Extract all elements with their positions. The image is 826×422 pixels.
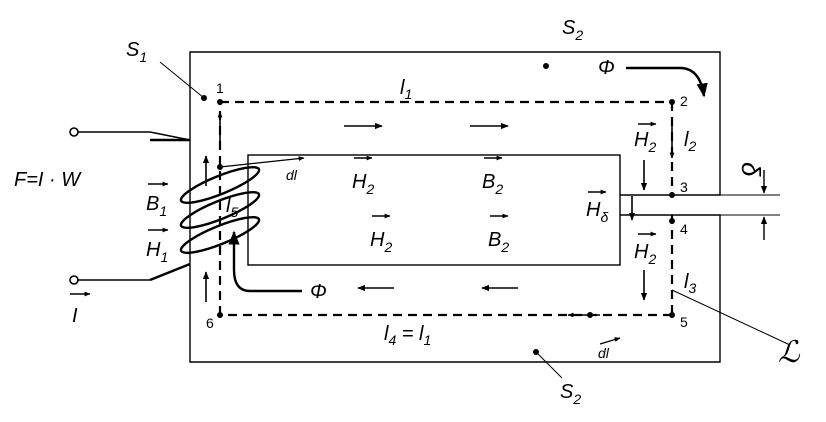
node-2-dot: [669, 99, 675, 105]
s2-bottom-label: S2: [560, 381, 581, 407]
node-6-dot: [217, 312, 223, 318]
mmf-label: F=I · W: [14, 169, 82, 191]
core-outer-outline: [189, 51, 721, 363]
h1-label: H1: [146, 227, 169, 265]
svg-text:B2: B2: [488, 229, 509, 255]
svg-text:B1: B1: [146, 193, 167, 219]
svg-text:Hδ: Hδ: [586, 199, 608, 225]
svg-text:I: I: [72, 305, 78, 327]
current-label: I: [70, 291, 91, 327]
l1-label: l1: [400, 77, 412, 102]
b2-inner-bottom: B2: [488, 213, 509, 255]
h2-right-bottom: H2: [634, 231, 657, 267]
node-5-label: 5: [680, 314, 688, 330]
svg-text:H2: H2: [370, 229, 392, 255]
svg-text:H2: H2: [634, 241, 656, 267]
svg-text:H1: H1: [146, 239, 168, 265]
delta-dimension: δ: [736, 162, 768, 240]
svg-text:δ: δ: [736, 162, 766, 177]
script-l-leader: [671, 289, 791, 346]
node-3-label: 3: [680, 179, 688, 195]
svg-text:H2: H2: [634, 129, 656, 155]
dl-top: dl: [219, 156, 305, 183]
s2-bottom-leader: [535, 351, 563, 379]
l4-label: l4 = l1: [384, 323, 431, 348]
core-window: [247, 154, 621, 266]
b2-inner-top: B2: [482, 155, 503, 197]
h-delta: Hδ: [586, 189, 608, 225]
flux-bottom-label: Φ: [310, 281, 327, 303]
node-6-label: 6: [206, 315, 214, 331]
flux-top-label: Φ: [598, 57, 615, 79]
svg-text:H2: H2: [352, 171, 374, 197]
node-1-label: 1: [216, 80, 224, 96]
svg-text:B2: B2: [482, 171, 503, 197]
node-2-label: 2: [680, 93, 688, 109]
node-1-dot: [217, 99, 223, 105]
b1-label: B1: [146, 181, 169, 219]
l2-label: l2: [684, 129, 696, 154]
s2-top-dot: [543, 63, 549, 69]
l3-label: l3: [684, 271, 696, 296]
flux-bottom-arrow: [228, 230, 302, 293]
l5-label: l5: [226, 195, 238, 220]
coil-winding: [149, 138, 261, 282]
s2-top-label: S2: [562, 17, 583, 43]
s1-label: S1: [126, 39, 147, 65]
s1-leader: [159, 61, 205, 99]
dl-bottom: dl: [598, 337, 621, 361]
svg-text:dl: dl: [286, 167, 298, 183]
h2-right-top: H2: [634, 121, 657, 155]
flux-top-arrow: [626, 66, 708, 98]
coil-terminals: [69, 127, 191, 285]
node-4-label: 4: [680, 221, 688, 237]
node-5-dot: [669, 312, 675, 318]
node-3-dot: [669, 192, 675, 198]
node-4-dot: [669, 218, 675, 224]
svg-text:dl: dl: [598, 345, 610, 361]
script-l-label: ℒ: [778, 336, 801, 369]
h2-inner-top: H2: [352, 155, 374, 197]
h2-inner-bottom: H2: [370, 213, 392, 255]
